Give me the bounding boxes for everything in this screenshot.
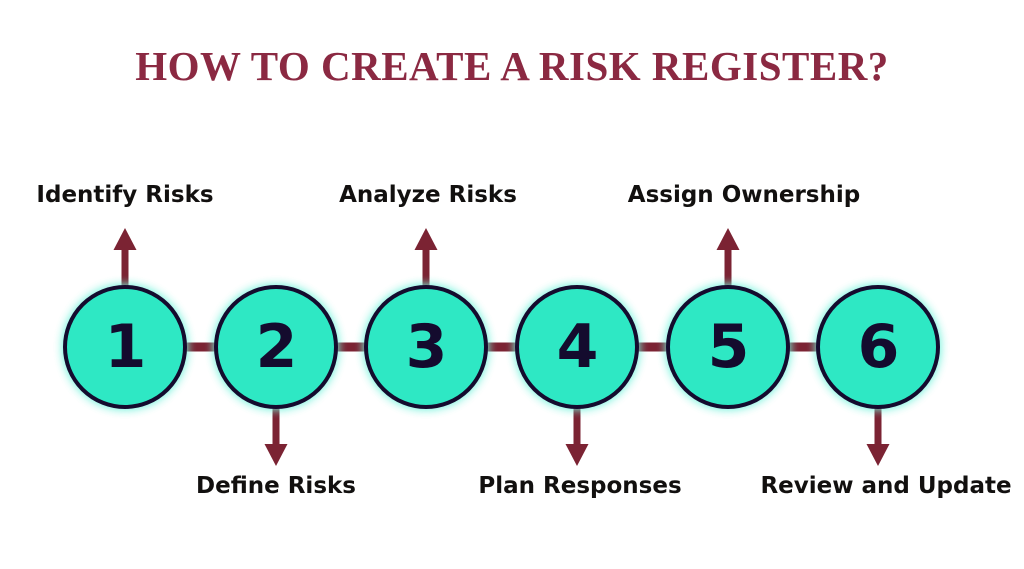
step-label-5: Assign Ownership — [627, 182, 861, 208]
arrow-step-2-down — [264, 408, 288, 466]
step-label-3: Analyze Risks — [339, 182, 517, 208]
step-label-4: Plan Responses — [478, 473, 682, 499]
page-title: HOW TO CREATE A RISK REGISTER? — [135, 43, 889, 89]
step-number-1: 1 — [104, 312, 147, 382]
arrow-head — [866, 444, 890, 466]
arrow-step-3-up — [414, 228, 438, 286]
step-number-4: 4 — [556, 312, 599, 382]
circle-glow-layer — [64, 286, 939, 408]
step-label-2: Define Risks — [196, 473, 356, 499]
step-circles — [63, 285, 940, 409]
step-number-2: 2 — [255, 312, 298, 382]
arrow-step-1-up — [113, 228, 137, 286]
arrow-shaft — [724, 248, 732, 286]
arrow-shaft — [272, 408, 280, 446]
step-number-5: 5 — [707, 312, 750, 382]
step-number-3: 3 — [405, 312, 448, 382]
arrow-head — [264, 444, 288, 466]
arrow-shaft — [422, 248, 430, 286]
arrow-head — [113, 228, 137, 250]
step-number-6: 6 — [857, 312, 900, 382]
arrow-shaft — [874, 408, 882, 446]
arrow-step-6-down — [866, 408, 890, 466]
arrow-shaft — [573, 408, 581, 446]
arrow-step-5-up — [716, 228, 740, 286]
arrow-step-4-down — [565, 408, 589, 466]
arrow-head — [565, 444, 589, 466]
step-label-1: Identify Risks — [36, 182, 214, 208]
arrow-head — [716, 228, 740, 250]
arrow-head — [414, 228, 438, 250]
arrow-shaft — [121, 248, 129, 286]
step-label-6: Review and Update — [760, 473, 1012, 499]
